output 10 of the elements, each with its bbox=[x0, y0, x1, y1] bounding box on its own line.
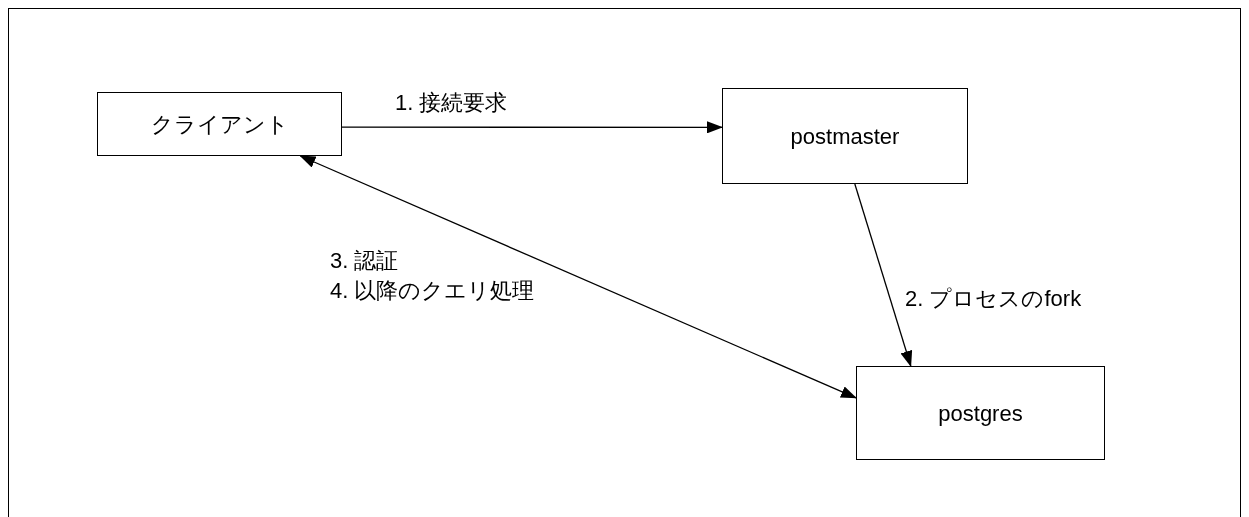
process-box: クライアント bbox=[97, 92, 342, 156]
edge-label: 3. 認証 bbox=[330, 247, 399, 275]
arrow bbox=[341, 121, 723, 134]
arrow bbox=[299, 155, 857, 399]
process-box: postgres bbox=[856, 366, 1105, 460]
edge-label: 2. プロセスのfork bbox=[905, 285, 1082, 313]
process-box: postmaster bbox=[722, 88, 968, 184]
note-text: 4. 以降のクエリ処理 bbox=[330, 277, 535, 305]
edge-label: 1. 接続要求 bbox=[395, 89, 508, 117]
arrow bbox=[854, 183, 913, 367]
